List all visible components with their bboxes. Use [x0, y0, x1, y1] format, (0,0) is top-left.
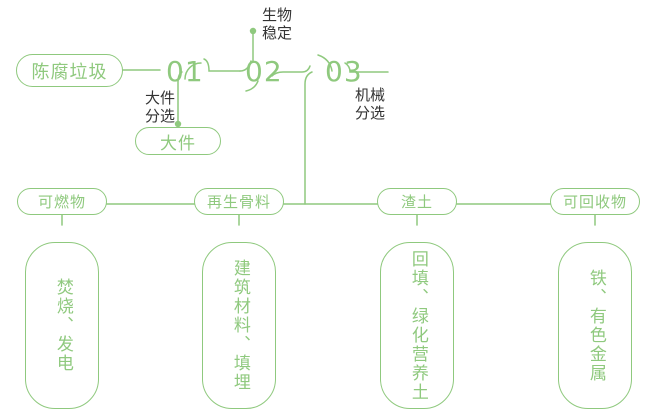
- link-01-to-02: [203, 58, 241, 72]
- link-01-to-bulky: [177, 71, 183, 124]
- arc-03-top: [317, 54, 333, 72]
- biostable-endpoint-dot: [249, 27, 257, 35]
- node-usage-residual-soil[interactable]: 回填、绿化营养土: [380, 242, 454, 409]
- usage-text-residual-soil: 回填、绿化营养土: [407, 249, 428, 402]
- usage-text-combustible: 焚烧、发电: [52, 278, 73, 373]
- node-usage-recyclables[interactable]: 铁、有色金属: [558, 242, 632, 409]
- step-number-03: 03: [325, 55, 363, 88]
- usage-text-recyclables: 铁、有色金属: [585, 268, 606, 383]
- step-number-01: 01: [166, 55, 204, 88]
- arc-02-bottom: [245, 80, 259, 92]
- node-usage-recycled-aggregate[interactable]: 建筑材料、填埋: [202, 242, 276, 409]
- step-number-02: 02: [245, 55, 283, 88]
- bulky-endpoint-dot: [174, 120, 182, 128]
- arc-02-left: [239, 60, 252, 72]
- link-02-to-03: [271, 65, 311, 77]
- node-category-recycled-aggregate[interactable]: 再生骨料: [194, 188, 284, 215]
- node-category-recyclables[interactable]: 可回收物: [550, 188, 640, 215]
- node-usage-combustible[interactable]: 焚烧、发电: [25, 242, 99, 409]
- usage-text-recycled-aggregate: 建筑材料、填埋: [229, 259, 250, 392]
- link-03-right-tail: [344, 62, 389, 73]
- node-category-residual-soil[interactable]: 渣土: [377, 188, 457, 215]
- link-03-to-bus: [304, 71, 313, 205]
- node-category-combustible[interactable]: 可燃物: [17, 188, 107, 215]
- node-source-waste[interactable]: 陈腐垃圾: [16, 54, 123, 87]
- arc-01-top: [184, 62, 202, 80]
- node-output-bulky[interactable]: 大件: [135, 127, 221, 155]
- process-label-mechanical-sorting: 机械 分选: [355, 86, 386, 123]
- process-label-bulky-sorting: 大件 分选: [144, 89, 175, 126]
- process-label-biostable: 生物 稳定: [262, 6, 293, 43]
